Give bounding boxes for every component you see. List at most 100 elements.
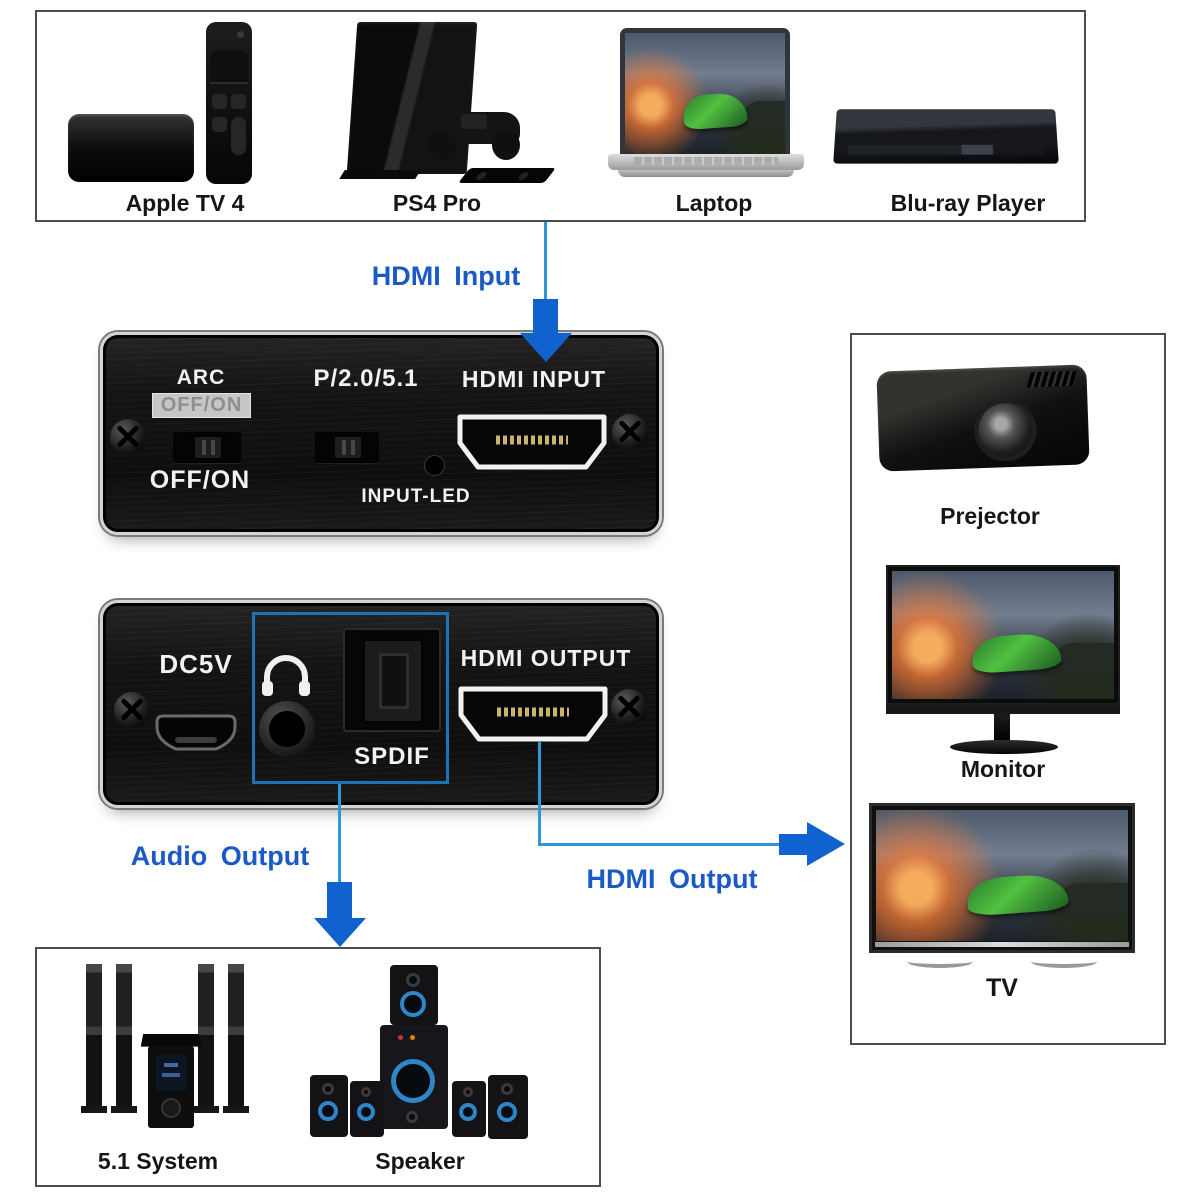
camera-lens-dot [516, 172, 531, 180]
speaker-cone [400, 991, 426, 1017]
hdmi-output-line-vertical [538, 742, 541, 846]
arc-toggle-switch[interactable] [173, 432, 241, 463]
monitor-chin [886, 705, 1120, 714]
wallpaper [892, 571, 1114, 699]
audio-mode-label: P/2.0/5.1 [313, 365, 419, 392]
car-graphic [965, 872, 1069, 916]
source-label-bluray: Blu-ray Player [890, 190, 1046, 216]
tower-speaker [116, 964, 132, 1106]
bluray-front-strip [847, 144, 1045, 155]
spdif-optical-port[interactable] [343, 628, 441, 732]
laptop-keyboard [634, 157, 778, 165]
audio-mode-toggle-switch[interactable] [315, 432, 379, 463]
monitor-base [950, 740, 1058, 754]
ps4-controller [428, 112, 520, 168]
arc-label: ARC [176, 366, 226, 389]
laptop-image [608, 28, 808, 183]
speaker-cone [322, 1083, 334, 1095]
ps4-camera [458, 168, 556, 183]
satellite-speaker [452, 1081, 486, 1137]
knob-ridge [202, 440, 206, 455]
input-led-label: INPUT-LED [361, 486, 471, 507]
wallpaper [876, 810, 1128, 941]
speaker-cone [318, 1101, 338, 1121]
projector-image [876, 360, 1090, 478]
car-graphic [970, 631, 1062, 674]
wallpaper [625, 33, 785, 154]
headphone-jack-port[interactable] [259, 701, 315, 757]
source-label-laptop: Laptop [675, 190, 753, 216]
panel-screw [114, 692, 150, 728]
projector-lens [973, 398, 1038, 463]
jack-hole [269, 711, 305, 747]
source-label-apple-tv: Apple TV 4 [125, 190, 245, 216]
projector-body [876, 364, 1090, 472]
tower-base [223, 1106, 249, 1113]
spdif-door [362, 638, 424, 724]
panel-screw [611, 689, 647, 725]
hdmi-output-arrow-icon [807, 822, 845, 866]
speaker-set-image [310, 965, 530, 1140]
satellite-speaker [310, 1075, 348, 1137]
tower-speaker [86, 964, 102, 1106]
apple-tv-unit [68, 114, 194, 182]
hdmi-input-connection-label: HDMI Input [371, 261, 521, 291]
speaker-cone [497, 1102, 517, 1122]
tower-speaker [228, 964, 244, 1106]
receiver-knob [161, 1098, 181, 1118]
ps4-stand [339, 170, 421, 179]
source-label-ps4: PS4 Pro [392, 190, 482, 216]
audio-output-connection-label: Audio Output [130, 841, 310, 871]
bluray-image [833, 100, 1059, 175]
controller-grip [492, 130, 520, 160]
hdmi-output-port[interactable] [457, 685, 609, 743]
remote-volume-button [231, 117, 246, 155]
audio-label-speaker: Speaker [375, 1148, 465, 1174]
remote-button [231, 94, 246, 109]
center-top-speaker [390, 965, 438, 1025]
laptop-front-lip [618, 170, 794, 177]
display-dot [398, 1035, 403, 1040]
receiver-top [140, 1033, 202, 1047]
panel-screw [110, 419, 146, 455]
subwoofer-cone [391, 1059, 435, 1103]
hdmi-output-arrow-stem [779, 834, 809, 855]
spdif-label: SPDIF [354, 743, 430, 770]
monitor-screen [886, 565, 1120, 705]
camera-lens-dot [474, 172, 489, 180]
controller-touchpad [461, 114, 487, 129]
satellite-speaker [350, 1081, 384, 1137]
knob-ridge [351, 440, 355, 455]
tv-bottom-strip [875, 942, 1129, 947]
speaker-cone [459, 1103, 477, 1121]
hdmi-input-arrow-icon [520, 333, 572, 362]
remote-touchpad [210, 50, 248, 84]
remote-button [212, 94, 227, 109]
tower-base [193, 1106, 219, 1113]
hdmi-output-connection-label: HDMI Output [586, 864, 758, 894]
audio-output-highlight-box [252, 612, 449, 784]
display-label-monitor: Monitor [960, 756, 1046, 782]
audio-output-arrow-icon [314, 918, 366, 947]
projector-vents [1026, 370, 1077, 388]
tower-speaker [198, 964, 214, 1106]
spdif-inner [379, 653, 409, 709]
micro-usb-power-port[interactable] [153, 712, 239, 754]
hdmi-output-line-horizontal [538, 843, 786, 846]
apple-tv-remote [206, 22, 252, 184]
speaker-cone [357, 1103, 375, 1121]
audio-output-line [338, 784, 341, 886]
hdmi-input-line [544, 222, 547, 302]
subwoofer [380, 1025, 448, 1129]
laptop-screen [620, 28, 790, 154]
monitor-image [886, 565, 1120, 757]
audio-output-arrow-stem [327, 882, 352, 919]
remote-button [212, 117, 227, 132]
laptop-keyboard-base [608, 154, 804, 170]
tv-leg [907, 955, 973, 968]
receiver-unit [148, 1046, 194, 1128]
knob-ridge [211, 440, 215, 455]
hdmi-input-port[interactable] [456, 413, 608, 471]
speaker-cone [501, 1083, 513, 1095]
